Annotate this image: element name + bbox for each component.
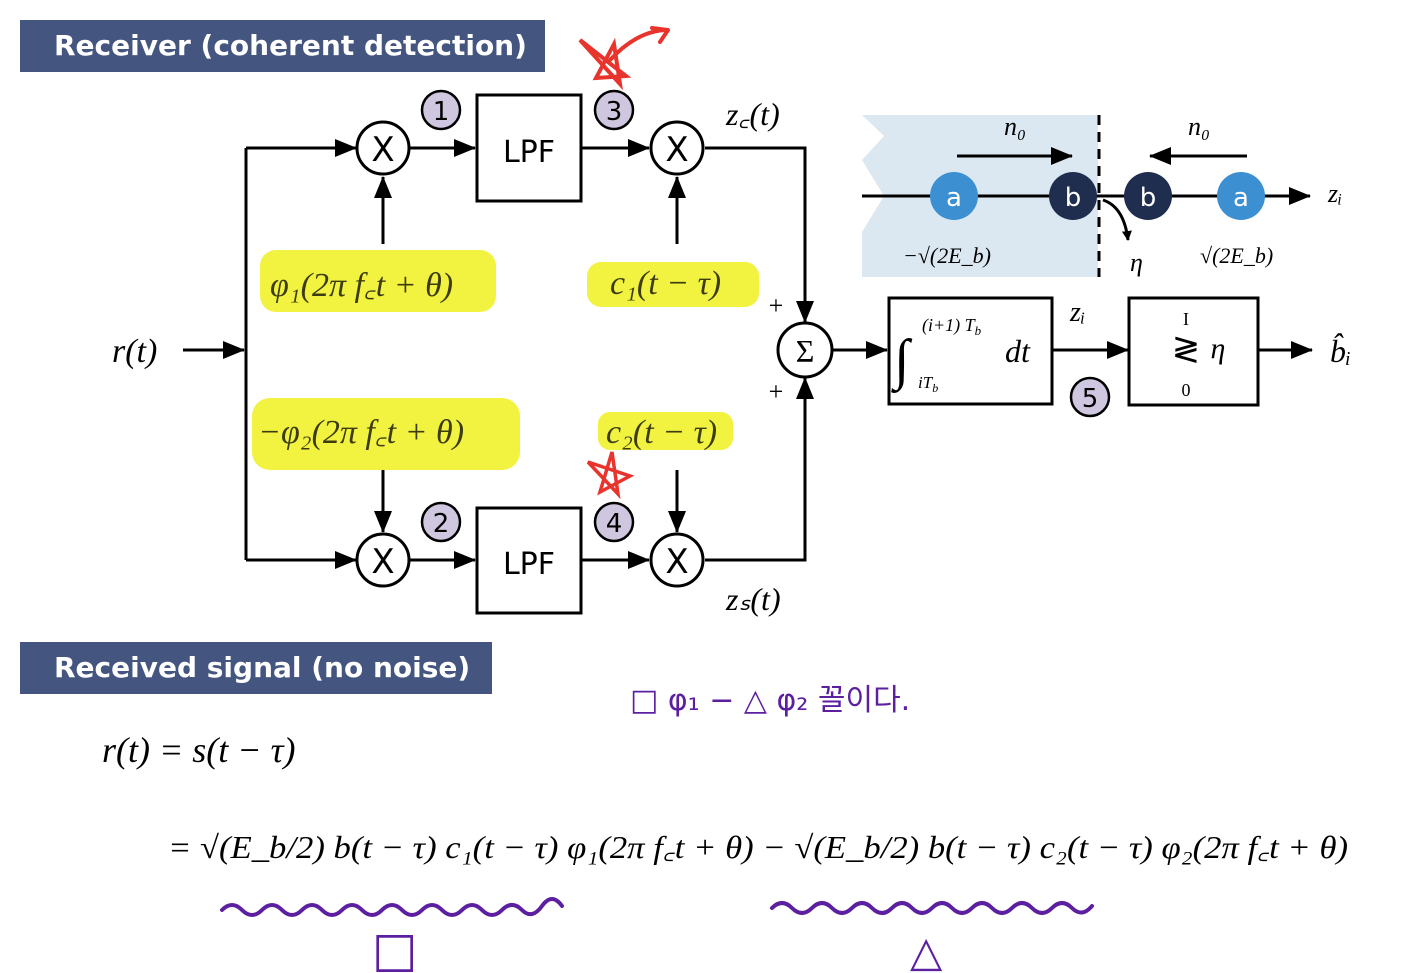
receiver-header: Receiver (coherent detection) [20, 20, 545, 72]
svg-text:X: X [665, 542, 688, 582]
svg-text:X: X [371, 542, 394, 582]
point-b-left: b [1049, 172, 1097, 220]
code-top-label: c₁(t − τ) [610, 265, 721, 302]
step-3: 3 [593, 89, 635, 131]
summer: Σ [776, 321, 834, 379]
mixer-top-left: X [355, 120, 411, 176]
eta-label: η [1130, 248, 1143, 277]
note-annotation: □ φ₁ − △ φ₂ 꼴이다. [630, 683, 910, 718]
output-label: b̂ᵢ [1330, 333, 1351, 369]
svg-text:LPF: LPF [503, 547, 555, 582]
zc-label: z꜀(t) [725, 96, 780, 132]
svg-text:5: 5 [1082, 384, 1099, 414]
step-5: 5 [1069, 376, 1111, 418]
zs-label: zₛ(t) [725, 581, 781, 617]
n0-left: n₀ [1004, 112, 1026, 141]
svg-text:1: 1 [433, 97, 450, 127]
svg-text:3: 3 [606, 97, 623, 127]
svg-text:0: 0 [1182, 380, 1191, 400]
svg-text:a: a [946, 183, 962, 213]
svg-text:X: X [371, 130, 394, 170]
step-markers: 1 3 2 4 5 [420, 89, 1111, 543]
mixer-top-right: X [649, 120, 705, 176]
svg-text:b: b [1065, 183, 1082, 213]
lpf-bottom: LPF [475, 506, 583, 615]
red-star-mark-bottom [586, 451, 635, 500]
svg-text:dt: dt [1005, 333, 1031, 369]
svg-text:4: 4 [606, 509, 623, 539]
neg-label: −√(2E_b) [903, 243, 991, 268]
code-bottom-label: c₂(t − τ) [606, 414, 717, 451]
carrier-top-label: φ₁(2π f꜀t + θ) [270, 267, 453, 304]
received-signal-header: Received signal (no noise) [20, 642, 492, 694]
lpf-top: LPF [475, 93, 583, 203]
point-a-right: a [1217, 172, 1265, 220]
square-annotation: □ [372, 922, 417, 973]
svg-text:I: I [1183, 309, 1189, 329]
zi-label: zᵢ [1069, 297, 1085, 328]
plus-bottom: + [769, 377, 784, 406]
purple-underlines [220, 897, 1094, 917]
axis-zi: zᵢ [1327, 179, 1342, 208]
input-label: r(t) [112, 333, 157, 370]
svg-text:∫: ∫ [891, 329, 913, 394]
equation-line-1: r(t) = s(t − τ) [102, 730, 295, 770]
red-star-mark-top [578, 26, 670, 91]
highlights [252, 250, 759, 470]
svg-text:2: 2 [433, 509, 450, 539]
n0-right: n₀ [1188, 112, 1210, 141]
step-1: 1 [420, 89, 462, 131]
svg-text:b: b [1140, 183, 1157, 213]
plus-top: + [769, 291, 784, 320]
point-a-left: a [930, 172, 978, 220]
signal-wires [183, 139, 1313, 569]
point-b-right: b [1124, 172, 1172, 220]
step-4: 4 [593, 501, 635, 543]
decision-block: I ≷ η 0 [1127, 296, 1260, 407]
svg-text:LPF: LPF [503, 135, 555, 170]
carrier-bottom-label: −φ₂(2π f꜀t + θ) [258, 414, 464, 451]
triangle-annotation: △ [910, 927, 943, 973]
svg-text:≷: ≷ [1172, 331, 1201, 368]
mixer-bottom-left: X [355, 532, 411, 588]
equation-block: r(t) = s(t − τ) = √(E_b/2) b(t − τ) c₁(t… [102, 730, 1348, 865]
svg-text:a: a [1233, 183, 1249, 213]
svg-text:η: η [1211, 332, 1226, 365]
svg-text:Σ: Σ [796, 333, 815, 369]
svg-text:(i+1) Tb: (i+1) Tb [922, 315, 982, 338]
equation-line-2: = √(E_b/2) b(t − τ) c₁(t − τ) φ₁(2π f꜀t … [168, 829, 1348, 865]
integrator-block: ∫ (i+1) Tb iTb dt [887, 296, 1054, 406]
svg-text:X: X [665, 130, 688, 170]
mixer-bottom-right: X [649, 532, 705, 588]
pos-label: √(2E_b) [1200, 243, 1273, 268]
constellation-panel: n₀ n₀ a b b a η zᵢ −√(2E_b) √(2E_b) [862, 112, 1342, 277]
step-2: 2 [420, 501, 462, 543]
